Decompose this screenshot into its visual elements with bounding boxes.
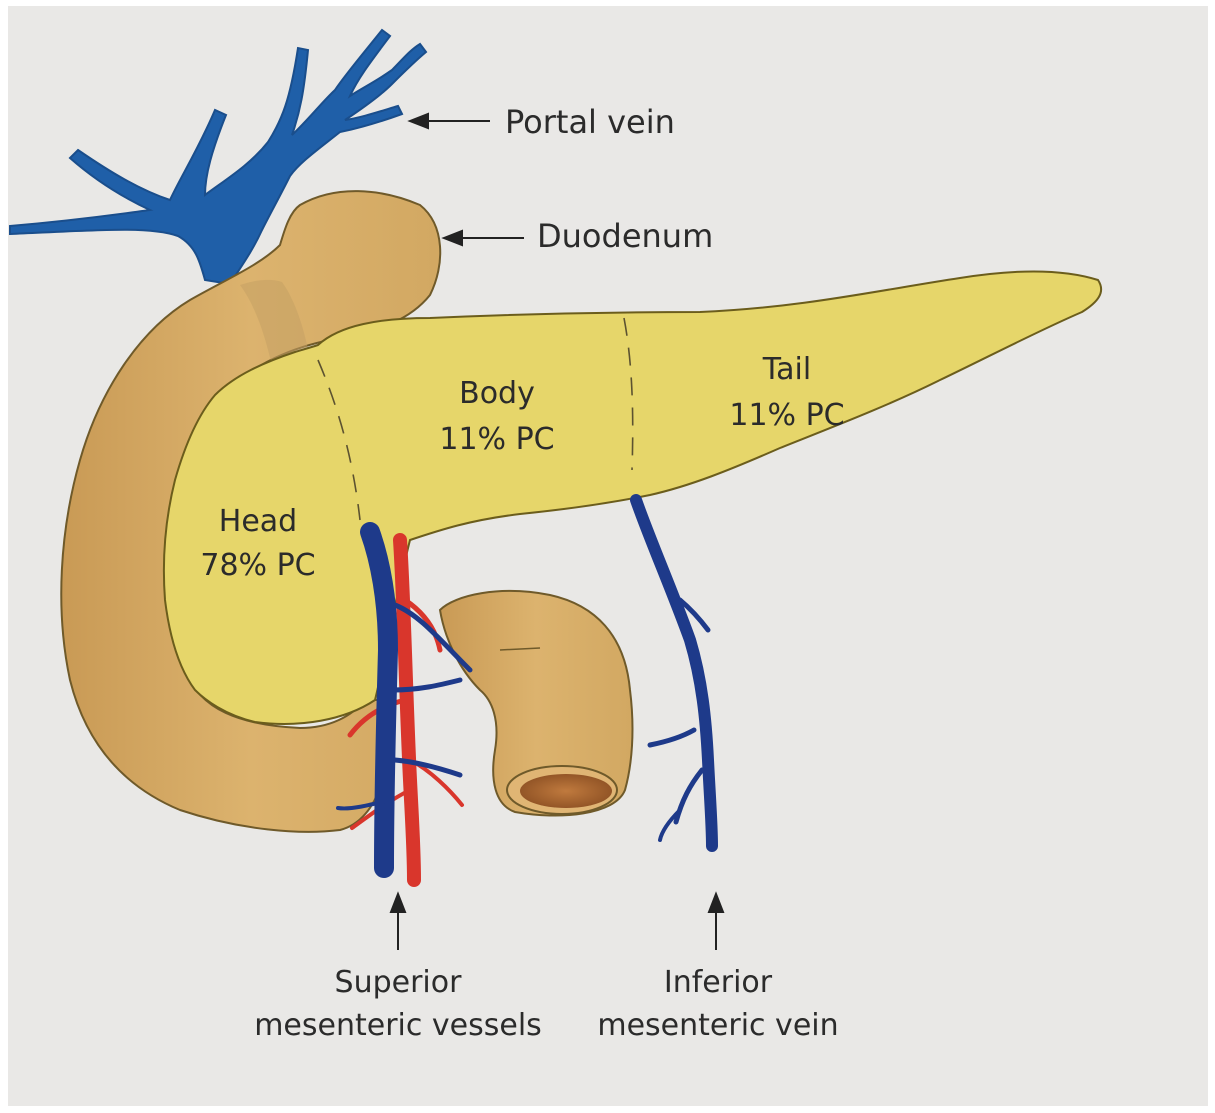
tail-name-label: Tail <box>762 352 811 387</box>
smv-label-line1: Superior <box>335 965 463 1000</box>
imv-label-line2: mesenteric vein <box>597 1008 838 1043</box>
tail-percent-label: 11% PC <box>729 398 844 433</box>
smv-arrow <box>391 894 405 950</box>
body-percent-label: 11% PC <box>439 422 554 457</box>
head-name-label: Head <box>219 504 297 539</box>
head-percent-label: 78% PC <box>200 548 315 583</box>
duodenum-label: Duodenum <box>537 217 713 255</box>
smv-label-line2: mesenteric vessels <box>254 1008 542 1043</box>
imv-label-line1: Inferior <box>664 965 773 1000</box>
duodenum-arrow <box>444 231 524 245</box>
jejunum-shape <box>440 591 632 816</box>
inferior-mesenteric-vein <box>636 500 712 846</box>
portal-vein-arrow <box>410 114 490 128</box>
portal-vein-label: Portal vein <box>505 103 675 141</box>
imv-arrow <box>709 894 723 950</box>
body-name-label: Body <box>459 376 535 411</box>
